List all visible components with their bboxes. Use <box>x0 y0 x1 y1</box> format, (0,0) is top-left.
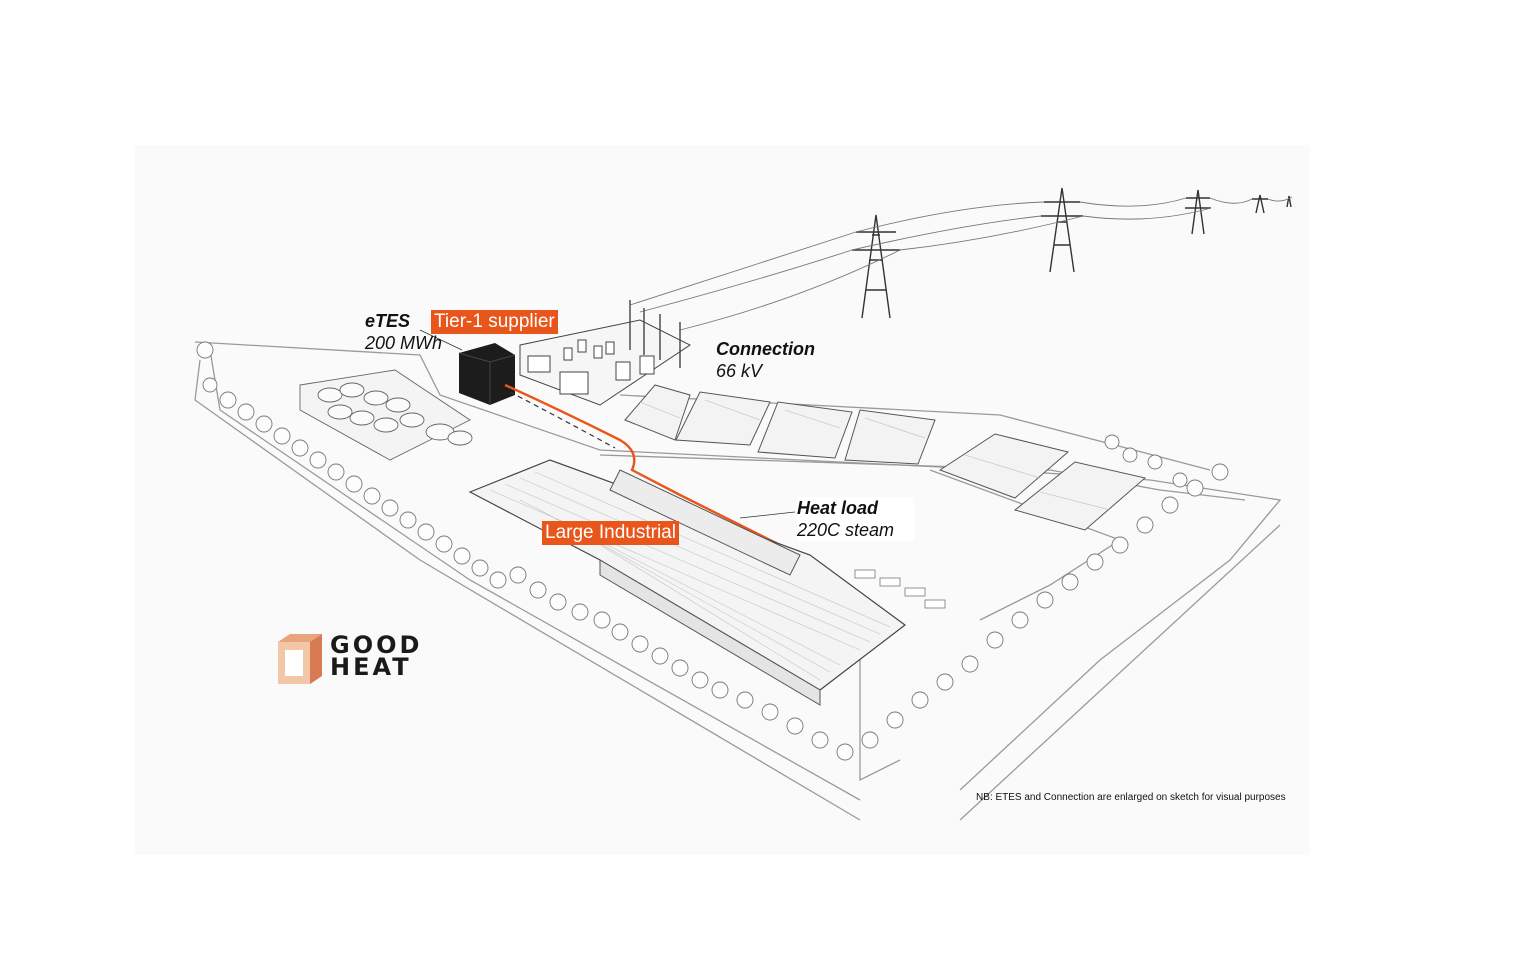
footnote: NB: ETES and Connection are enlarged on … <box>976 792 1286 803</box>
logo-line-2: HEAT <box>330 653 412 681</box>
steam-pipe <box>504 383 781 547</box>
tier1-supplier-tag: Tier-1 supplier <box>431 310 558 334</box>
connection-title: Connection <box>716 339 815 359</box>
warehouse-roof-lines <box>639 399 1111 511</box>
pipe-shadow <box>509 391 616 449</box>
etes-label: eTES 200 MWh <box>365 310 442 354</box>
parking <box>854 569 946 609</box>
good-heat-logo-icon <box>278 634 322 684</box>
heat-load-label: Heat load 220C steam <box>797 497 915 541</box>
substation <box>519 300 691 406</box>
heat-load-leader-line <box>739 511 796 519</box>
logo-line-1: GOOD <box>330 631 423 659</box>
etes-capacity: 200 MWh <box>365 333 443 353</box>
trees <box>196 341 1229 761</box>
industrial-building <box>468 459 906 706</box>
roof-ribs <box>489 471 891 681</box>
connection-label: Connection 66 kV <box>716 338 815 382</box>
large-industrial-tag: Large Industrial <box>542 521 679 545</box>
warehouses <box>624 384 1147 531</box>
power-lines <box>629 196 1293 331</box>
etes-leader-line <box>419 329 463 351</box>
tank-farm <box>299 369 473 461</box>
good-heat-logo: GOOD HEAT <box>330 631 423 681</box>
transmission-towers <box>852 187 1292 319</box>
etes-storage-box <box>458 343 516 405</box>
etes-title: eTES <box>365 311 411 331</box>
heat-load-title: Heat load <box>797 498 879 518</box>
connection-voltage: 66 kV <box>716 361 763 381</box>
sketch-background <box>135 145 1310 855</box>
heat-load-spec: 220C steam <box>797 520 895 540</box>
